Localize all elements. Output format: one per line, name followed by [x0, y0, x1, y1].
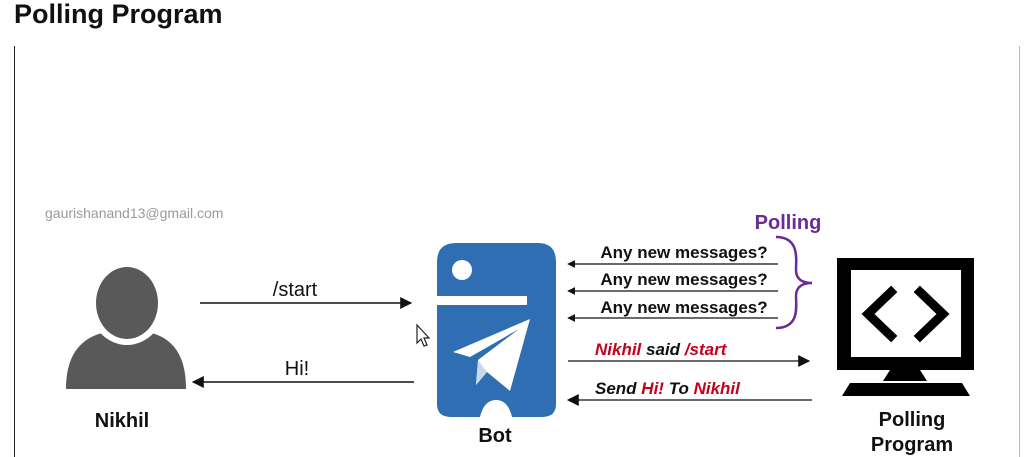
- send-user-name: Nikhil: [694, 379, 742, 398]
- mouse-cursor-icon: [416, 323, 431, 347]
- reply-arrow-label: Hi!: [285, 358, 309, 380]
- bot-label: Bot: [478, 425, 512, 447]
- server-label-line1: Polling: [879, 409, 946, 431]
- polling-message-1: Any new messages?: [600, 243, 767, 262]
- watermark-email: gaurishanand13@gmail.com: [45, 205, 224, 221]
- update-command: /start: [684, 340, 728, 359]
- server-label-line2: Program: [871, 434, 953, 456]
- update-user-name: Nikhil: [595, 340, 643, 359]
- frame-right-border: [1019, 46, 1020, 457]
- polling-message-3: Any new messages?: [600, 298, 767, 317]
- start-arrow-label: /start: [273, 279, 318, 301]
- send-message: Send Hi! To Nikhil: [595, 379, 741, 398]
- frame-left-border: [14, 46, 15, 457]
- polling-brace: [775, 235, 813, 330]
- polling-message-2: Any new messages?: [600, 270, 767, 289]
- send-word: Send: [595, 379, 637, 398]
- update-said: said: [646, 340, 681, 359]
- monitor-code-icon: [837, 258, 974, 396]
- send-to: To: [669, 379, 689, 398]
- update-message: Nikhil said /start: [595, 340, 728, 359]
- user-label: Nikhil: [95, 410, 149, 432]
- bot-logo-icon: [437, 243, 556, 417]
- user-person-icon: [66, 261, 186, 389]
- page-title: Polling Program: [14, 0, 223, 29]
- polling-label: Polling: [755, 212, 822, 234]
- send-hi: Hi!: [641, 379, 664, 398]
